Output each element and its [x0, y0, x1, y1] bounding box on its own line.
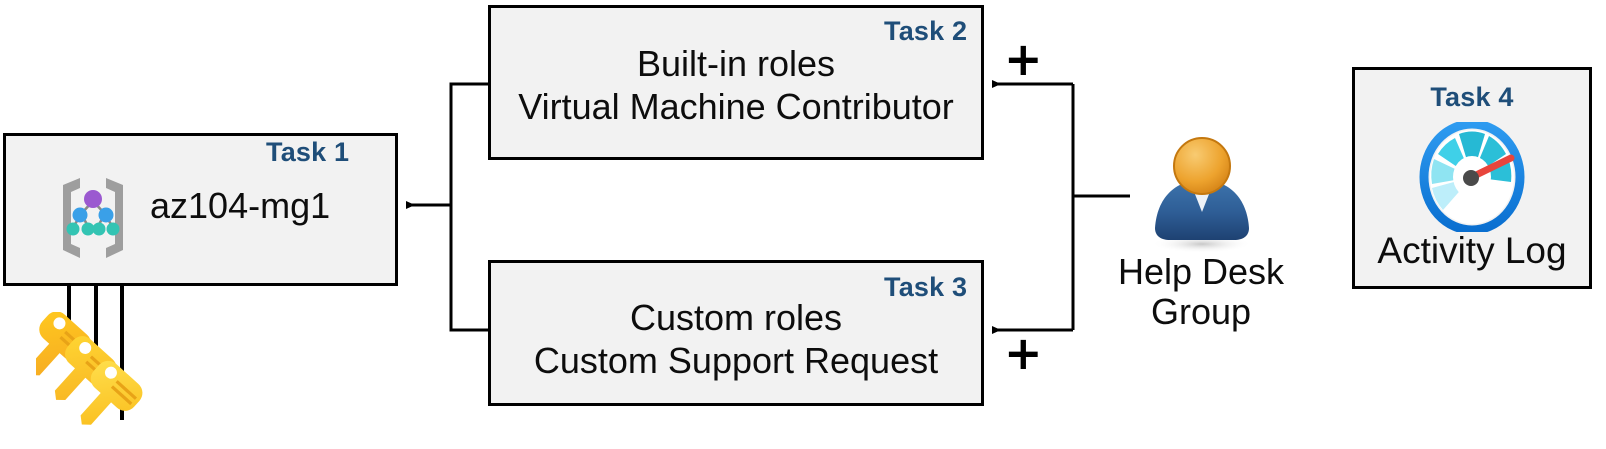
actor-caption: Help Desk Group — [1081, 251, 1321, 333]
task3-line2: Custom Support Request — [533, 340, 939, 381]
bracket-right — [106, 178, 123, 258]
task3-line1: Custom roles — [629, 297, 843, 338]
task2-label: Task 2 — [884, 16, 968, 46]
tree-leaf-node — [106, 222, 120, 236]
actor-caption-line1: Help Desk — [1117, 251, 1285, 292]
task1-text: az104-mg1 — [150, 185, 331, 226]
tree-leaf-node — [66, 222, 80, 236]
tree-leaf-node — [81, 222, 95, 236]
task4-text: Activity Log — [1377, 230, 1567, 271]
bracket-left — [63, 178, 80, 258]
tree-mid-node — [98, 207, 114, 223]
task2-line1: Built-in roles — [636, 43, 836, 84]
user-group-icon[interactable] — [1131, 136, 1273, 254]
task4-label: Task 4 — [1430, 82, 1514, 112]
gauge-hub — [1463, 170, 1479, 186]
plus-operator-bottom: + — [1004, 326, 1043, 380]
actor-caption-line2: Group — [1150, 291, 1252, 333]
tree-leaf-node — [92, 222, 106, 236]
tree-mid-node — [72, 207, 88, 223]
gauge-ring — [1419, 122, 1525, 232]
connector-roles-to-management-group — [406, 82, 488, 332]
key-3 — [80, 360, 143, 425]
task2-line2: Virtual Machine Contributor — [518, 86, 954, 127]
keys-icon — [36, 312, 143, 425]
management-group-icon — [63, 178, 123, 258]
task3-box[interactable] — [488, 260, 984, 406]
plus-operator-top: + — [1004, 32, 1043, 86]
avatar-head — [1173, 137, 1231, 195]
tree-root-node — [84, 190, 102, 208]
task2-box[interactable] — [488, 5, 984, 160]
task1-box[interactable] — [3, 133, 398, 286]
task3-label: Task 3 — [884, 272, 968, 302]
activity-log-gauge-icon — [1419, 122, 1525, 232]
task1-label: Task 1 — [266, 137, 350, 167]
